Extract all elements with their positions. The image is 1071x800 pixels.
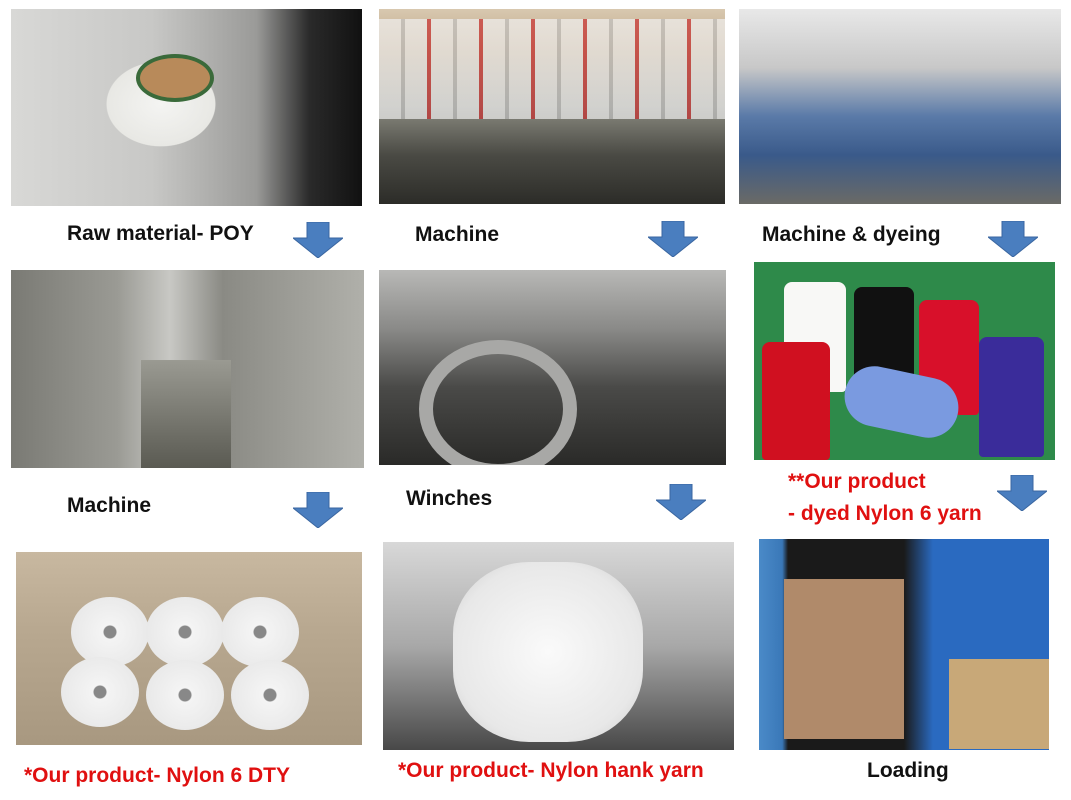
down-arrow-icon: [988, 221, 1038, 257]
label-dyed-yarn-line1: **Our product: [788, 470, 926, 493]
down-arrow-icon: [656, 484, 706, 520]
label-machine-2: Machine: [67, 494, 152, 517]
loose-cartons: [949, 659, 1049, 749]
dty-bobbin: [221, 597, 299, 667]
label-raw-material: Raw material- POY: [67, 222, 254, 245]
stacked-cartons: [784, 579, 904, 739]
hank-yarn: [453, 562, 643, 742]
purple-cone: [979, 337, 1044, 457]
down-arrow-icon: [293, 492, 343, 528]
photo-nylon-6-dty: [16, 552, 362, 745]
spool-rows: [379, 19, 725, 119]
photo-machine-dyeing: [739, 9, 1061, 204]
label-winches: Winches: [406, 487, 493, 510]
label-machine-1: Machine: [415, 223, 500, 246]
photo-machine-1: [379, 9, 725, 204]
photo-raw-material-poy: [11, 9, 362, 206]
dty-bobbin: [71, 597, 149, 667]
photo-dyed-yarn: [754, 262, 1055, 460]
photo-machine-2: [11, 270, 364, 468]
label-machine-dyeing: Machine & dyeing: [762, 223, 941, 246]
photo-winches: [379, 270, 726, 465]
bobbin-core: [136, 54, 214, 102]
label-loading: Loading: [867, 759, 949, 782]
photo-nylon-hank-yarn: [383, 542, 734, 750]
red-cone-front: [762, 342, 830, 460]
aisle-floor: [141, 360, 231, 468]
winch-reel: [419, 340, 577, 465]
down-arrow-icon: [648, 221, 698, 257]
dty-bobbin: [146, 660, 224, 730]
dty-bobbin: [231, 660, 309, 730]
dty-bobbin: [146, 597, 224, 667]
label-dyed-yarn-line2: - dyed Nylon 6 yarn: [788, 502, 982, 525]
down-arrow-icon: [293, 222, 343, 258]
label-nylon-hank-yarn: *Our product- Nylon hank yarn: [398, 759, 704, 782]
down-arrow-icon: [997, 475, 1047, 511]
photo-loading: [759, 539, 1049, 750]
dty-bobbin: [61, 657, 139, 727]
label-nylon-6-dty: *Our product- Nylon 6 DTY: [24, 764, 291, 787]
